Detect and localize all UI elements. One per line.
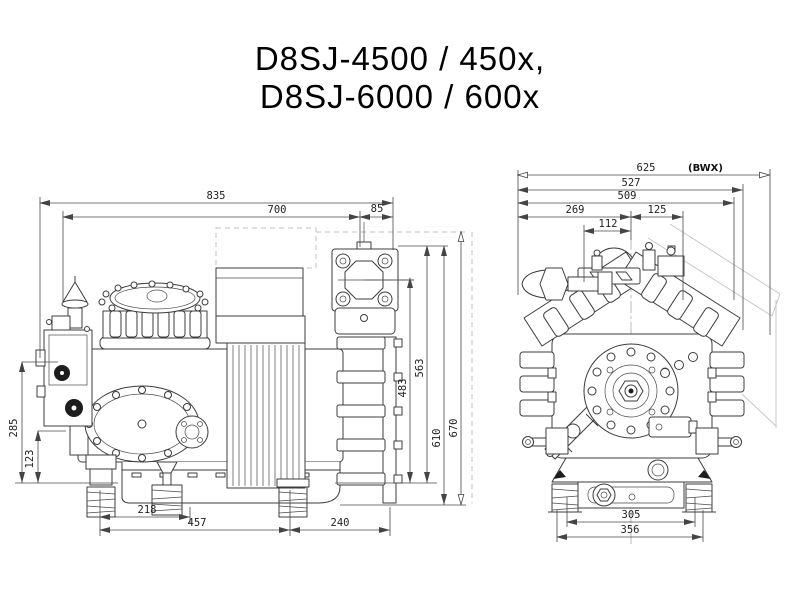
cylinder-bank-right bbox=[617, 251, 741, 347]
front-view: 625 (BWX) 527 509 269 125 112 305 356 bbox=[517, 162, 781, 545]
suction-flange bbox=[331, 222, 414, 335]
page-title: D8SJ-4500 / 450x, D8SJ-6000 / 600x bbox=[0, 40, 800, 116]
dim-700-label: 700 bbox=[268, 204, 287, 216]
head-bolts bbox=[98, 280, 209, 312]
dim-509-label: 509 bbox=[618, 190, 637, 202]
bwx-variant-label: (BWX) bbox=[688, 163, 723, 174]
dim-269-label: 269 bbox=[566, 204, 585, 216]
dim-483-label: 483 bbox=[397, 379, 409, 398]
side-extension-lines bbox=[15, 197, 466, 536]
side-view: 835 700 85 483 563 610 670 285 123 218 bbox=[8, 190, 473, 536]
dim-625-label: 625 bbox=[637, 162, 656, 174]
dim-285-label: 285 bbox=[8, 419, 20, 438]
oil-pump-flange bbox=[175, 415, 209, 449]
base-assembly bbox=[548, 457, 716, 513]
dim-457-label: 457 bbox=[188, 517, 207, 529]
mounting-lugs bbox=[522, 427, 742, 455]
dim-610-label: 610 bbox=[431, 429, 443, 448]
title-line-1: D8SJ-4500 / 450x, bbox=[254, 40, 546, 77]
front-spring-left bbox=[551, 483, 579, 513]
bearing-housing bbox=[583, 343, 698, 439]
oil-pump-valve-assembly bbox=[35, 276, 93, 427]
dim-112-label: 112 bbox=[599, 218, 618, 230]
cylinder-head bbox=[98, 280, 211, 350]
mounting-feet-springs bbox=[85, 454, 310, 518]
front-dimensions: 625 (BWX) 527 509 269 125 112 305 356 bbox=[517, 162, 770, 540]
front-fins-left bbox=[519, 351, 557, 417]
side-dimensions: 835 700 85 483 563 610 670 285 123 218 bbox=[8, 190, 461, 533]
spring-left bbox=[86, 486, 116, 518]
shaft-plug-assembly bbox=[521, 267, 613, 301]
front-spring-right bbox=[685, 483, 713, 513]
dim-563-label: 563 bbox=[414, 359, 426, 378]
dim-670-label: 670 bbox=[448, 419, 460, 438]
dim-305-label: 305 bbox=[622, 509, 641, 521]
terminal-box bbox=[215, 267, 306, 344]
dim-123-label: 123 bbox=[24, 450, 36, 469]
dim-356-label: 356 bbox=[621, 524, 640, 536]
spring-right bbox=[278, 486, 308, 518]
title-line-2: D8SJ-6000 / 600x bbox=[259, 78, 541, 115]
front-fins-right bbox=[707, 351, 745, 417]
motor-cooling-fins bbox=[226, 342, 306, 489]
dim-835-label: 835 bbox=[207, 190, 226, 202]
dim-527-label: 527 bbox=[622, 177, 641, 189]
dim-85-label: 85 bbox=[371, 203, 384, 215]
side-fin-comb bbox=[336, 336, 403, 504]
dim-125-label: 125 bbox=[648, 204, 667, 216]
sight-glass bbox=[647, 459, 669, 481]
dim-240-label: 240 bbox=[331, 517, 350, 529]
dim-218-label: 218 bbox=[138, 504, 157, 516]
